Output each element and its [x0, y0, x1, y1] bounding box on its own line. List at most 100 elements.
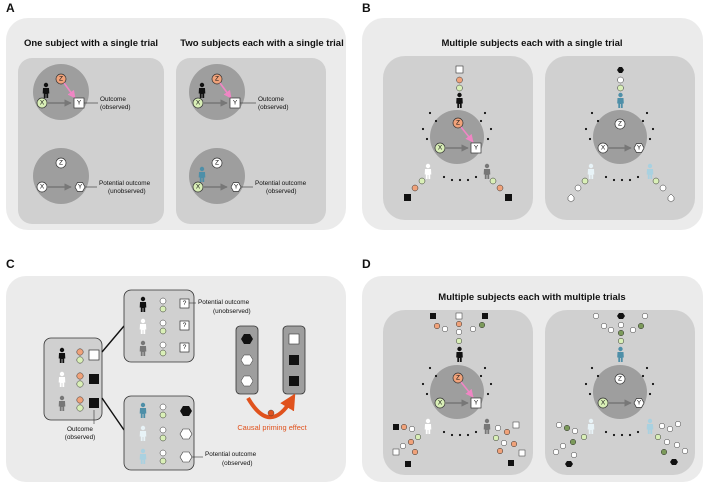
y-node — [470, 142, 482, 154]
y-label: Y — [233, 100, 238, 107]
y-label: Y — [637, 145, 642, 152]
outcome-hexagon — [240, 354, 254, 366]
panel-b-heading: Multiple subjects each with a single tri… — [441, 38, 622, 49]
outcome-square — [482, 313, 488, 319]
a-right-top-subject: Z X Y Outcome (observed) — [189, 64, 289, 120]
z-dot — [617, 76, 624, 84]
z-label: Z — [215, 76, 219, 83]
x-dot — [159, 457, 167, 465]
z-dot — [496, 184, 504, 192]
outcome-hexagon — [667, 193, 675, 203]
z-dot — [76, 348, 84, 356]
z-label: Z — [618, 376, 622, 383]
panel-a-right-heading: Two subjects each with a single trial — [180, 38, 343, 49]
z-dot — [159, 449, 167, 457]
x-label: X — [40, 184, 45, 191]
potential-outcome-label: Potential outcome — [198, 299, 250, 306]
x-label: X — [438, 400, 443, 407]
z-dot — [159, 341, 167, 349]
z-label: Z — [215, 160, 219, 167]
ellipsis-dots — [584, 111, 655, 182]
c-priming-columns: Causal priming effect — [235, 325, 307, 432]
unobserved-label: (unobserved) — [213, 308, 251, 315]
outcome-square — [289, 376, 299, 386]
y-label: Y — [77, 100, 82, 107]
y-label: Y — [234, 184, 239, 191]
outcome-square — [508, 460, 514, 466]
outcome-square — [89, 374, 99, 384]
panel-letter-b: B — [362, 1, 371, 15]
outcome-square — [404, 194, 411, 201]
panel-letter-a: A — [6, 1, 15, 15]
outcome-square — [88, 349, 100, 361]
x-dot — [76, 356, 84, 364]
z-dot — [159, 403, 167, 411]
x-dot — [418, 177, 426, 185]
connector-line — [101, 325, 125, 353]
ellipsis-dots — [421, 111, 493, 182]
question-mark: ? — [183, 344, 187, 351]
unknown-outcome — [179, 342, 190, 353]
unknown-outcome — [179, 320, 190, 331]
x-node — [597, 397, 609, 409]
observed-label: (observed) — [258, 104, 289, 111]
x-dot — [652, 177, 660, 185]
b-left-population: Z X Y — [404, 65, 512, 201]
x-node — [36, 181, 48, 193]
causal-priming-label: Causal priming effect — [237, 423, 306, 432]
pink-causal-arrow — [460, 126, 474, 143]
y-label: Y — [78, 184, 83, 191]
x-dot — [159, 349, 167, 357]
outcome-square — [393, 424, 399, 430]
z-label: Z — [456, 375, 460, 382]
x-label: X — [196, 100, 201, 107]
outcome-square — [505, 194, 512, 201]
d-right-population: Z X Y — [552, 312, 689, 467]
x-node — [192, 97, 204, 109]
causal-priming-arrow — [246, 393, 296, 420]
a-right-bottom-subject: Z X Y Potential outcome (observed) — [189, 148, 307, 204]
outcome-hexagon — [241, 334, 253, 344]
z-node — [452, 372, 464, 384]
x-label: X — [601, 145, 606, 152]
outcome-hexagon — [567, 193, 575, 203]
priming-dot — [267, 409, 275, 417]
c-unobserved-box: ? ? ? Potential outcome (unobserved) — [123, 289, 251, 363]
y-node — [633, 398, 645, 408]
z-dot — [159, 297, 167, 305]
outcome-hexagon — [617, 313, 625, 319]
y-node — [470, 397, 482, 409]
outcome-square — [455, 312, 463, 320]
a-left-top-subject: Z X Y Outcome (observed) — [33, 64, 131, 120]
outcome-hexagon — [617, 67, 624, 73]
outcome-square — [512, 421, 520, 429]
d-left-population: Z X Y — [392, 312, 526, 467]
z-node — [211, 73, 223, 85]
outcome-hexagon — [565, 461, 573, 467]
outcome-square — [405, 461, 411, 467]
x-node — [597, 142, 609, 154]
outcome-label: Outcome — [67, 426, 93, 433]
b-right-population: Z X Y — [567, 67, 675, 203]
z-dot — [159, 319, 167, 327]
x-label: X — [196, 184, 201, 191]
observed-label: (observed) — [100, 104, 131, 111]
z-label: Z — [618, 121, 622, 128]
outcome-square — [288, 333, 300, 345]
z-node — [614, 118, 626, 130]
y-node — [633, 143, 645, 153]
x-label: X — [438, 145, 443, 152]
outcome-square — [455, 65, 464, 74]
x-dot — [76, 404, 84, 412]
z-label: Z — [59, 160, 63, 167]
unobserved-label: (unobserved) — [108, 188, 146, 195]
outcome-label: Outcome — [258, 96, 284, 103]
x-dot — [159, 411, 167, 419]
outcome-hexagon — [179, 428, 193, 440]
z-node — [614, 373, 626, 385]
x-dot — [76, 380, 84, 388]
z-dot — [659, 184, 667, 192]
question-mark: ? — [183, 322, 187, 329]
ellipsis-dots — [421, 366, 493, 437]
